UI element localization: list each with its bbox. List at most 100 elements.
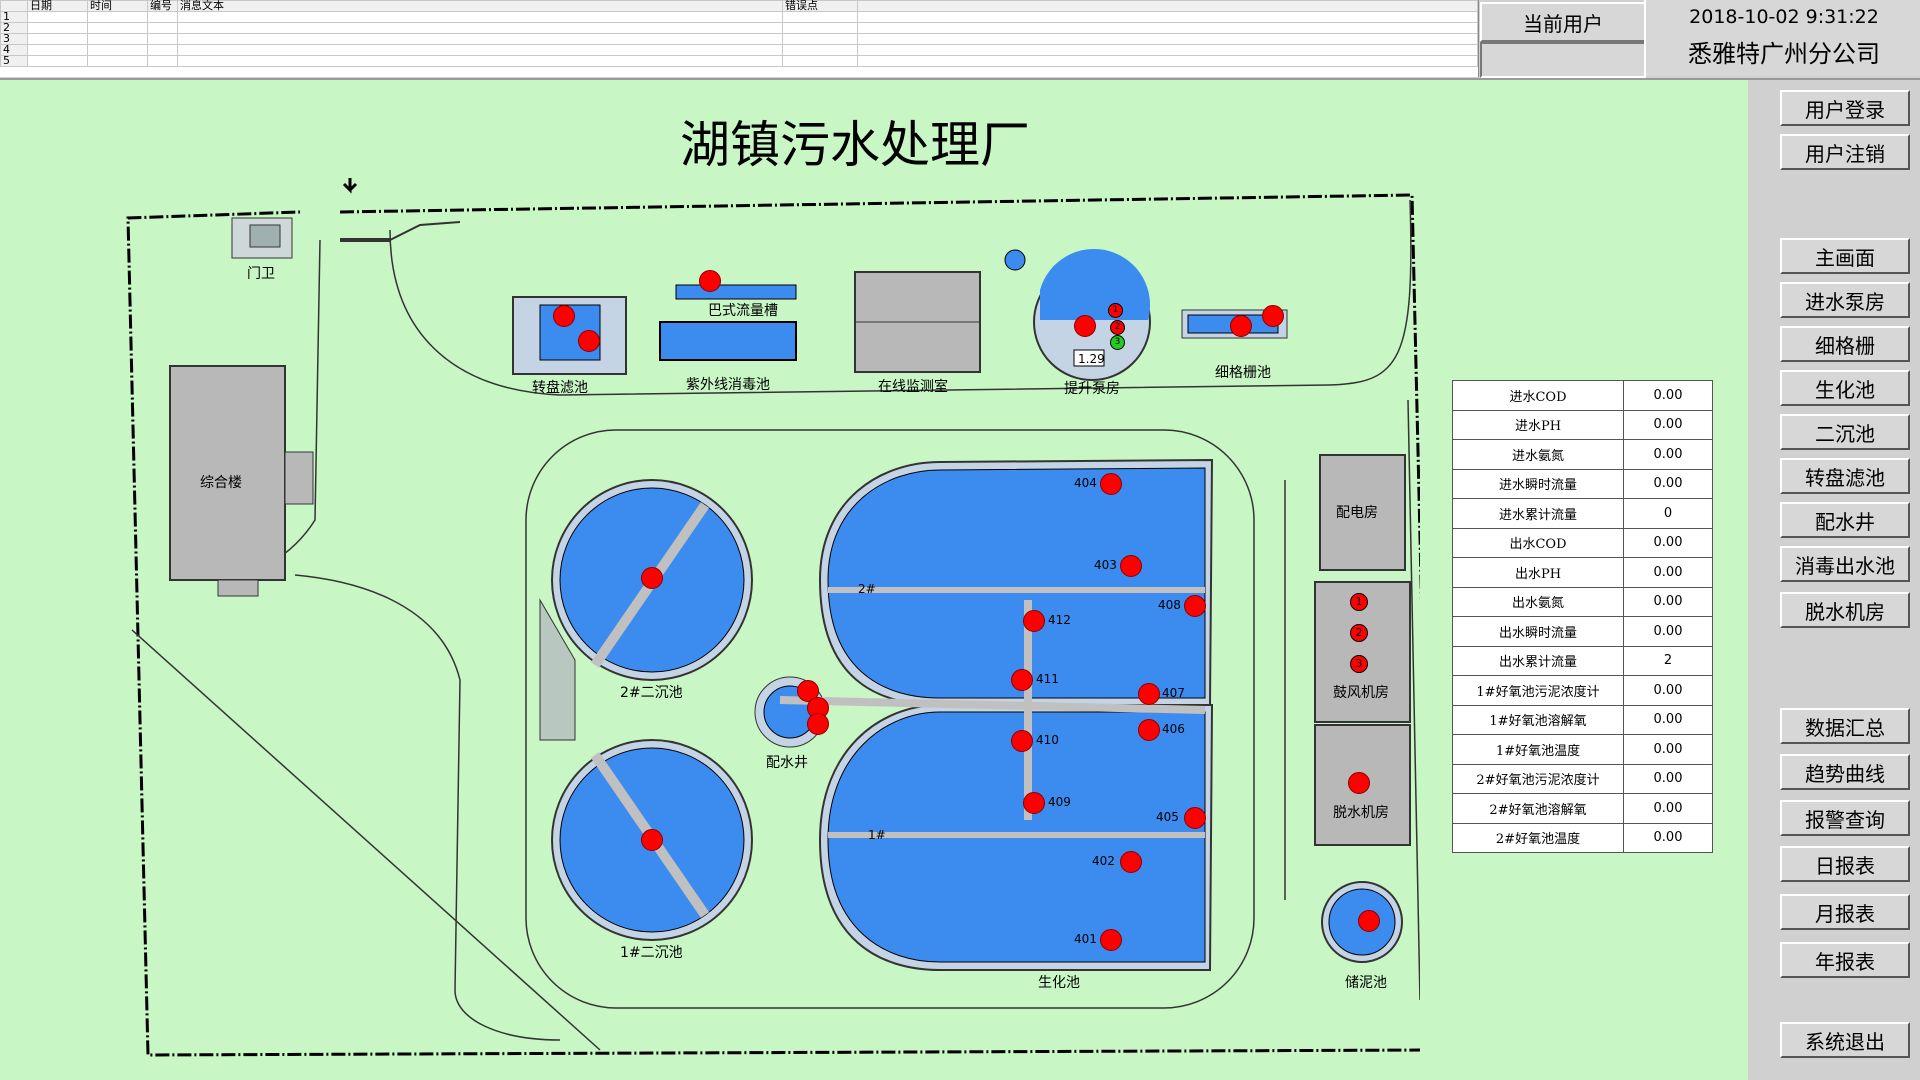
dewater-button[interactable]: 脱水机房 <box>1780 592 1910 628</box>
point-403-indicator[interactable] <box>1120 555 1142 577</box>
table-row[interactable]: 1 <box>0 11 1478 23</box>
point-404-label: 404 <box>1074 476 1097 490</box>
fine-screen-label: 细格栅池 <box>1215 365 1271 381</box>
point-401-label: 401 <box>1074 932 1097 946</box>
fine-screen-button[interactable]: 细格栅 <box>1780 326 1910 362</box>
bio-tank-button[interactable]: 生化池 <box>1780 370 1910 406</box>
point-406-label: 406 <box>1162 722 1185 736</box>
message-table[interactable]: 日期 时间 编号 消息文本 错误点 1 2 3 4 5 <box>0 0 1479 77</box>
point-409-indicator[interactable] <box>1023 792 1045 814</box>
point-402-label: 402 <box>1092 854 1115 868</box>
parshall-flume-indicator[interactable] <box>699 270 721 292</box>
sludge-tank-mixer-indicator[interactable] <box>1358 910 1380 932</box>
point-407-indicator[interactable] <box>1138 683 1160 705</box>
login-button[interactable]: 用户登录 <box>1780 90 1910 126</box>
alarm-button[interactable]: 报警查询 <box>1780 800 1910 836</box>
dewater-machine-indicator[interactable] <box>1348 772 1370 794</box>
point-403-label: 403 <box>1094 558 1117 572</box>
disc-filter-indicator-1[interactable] <box>553 305 575 327</box>
point-408-indicator[interactable] <box>1184 595 1206 617</box>
point-402-indicator[interactable] <box>1120 851 1142 873</box>
bio-tank-2-tag: 2# <box>858 582 876 596</box>
clarifier-1-scraper-indicator[interactable] <box>641 829 663 851</box>
point-411-indicator[interactable] <box>1011 669 1033 691</box>
secondary-clarifier-button[interactable]: 二沉池 <box>1780 414 1910 450</box>
road <box>389 199 1412 396</box>
road-loop <box>525 429 1255 1009</box>
sludge-tank-label: 储泥池 <box>1345 975 1387 991</box>
lift-pump-3-indicator[interactable]: 3 <box>1110 335 1125 350</box>
plant-layout <box>126 178 1420 1057</box>
point-412-indicator[interactable] <box>1023 610 1045 632</box>
logout-button[interactable]: 用户注销 <box>1780 134 1910 170</box>
current-user-value <box>1480 42 1646 78</box>
bio-tank-1-tag: 1# <box>868 828 886 842</box>
fine-screen-indicator-2[interactable] <box>1262 305 1284 327</box>
point-410-indicator[interactable] <box>1011 730 1033 752</box>
exit-button[interactable]: 系统退出 <box>1780 1022 1910 1058</box>
point-405-label: 405 <box>1156 810 1179 824</box>
lift-level-value: 1.29 <box>1078 352 1105 366</box>
lift-pump-1-indicator[interactable]: 1 <box>1108 303 1123 318</box>
col-error: 错误点 <box>782 0 858 12</box>
clarifier-2-label: 2#二沉池 <box>620 685 683 701</box>
daily-report-button[interactable]: 日报表 <box>1780 846 1910 882</box>
table-row[interactable]: 5 <box>0 55 1478 67</box>
monthly-report-button[interactable]: 月报表 <box>1780 894 1910 930</box>
current-user-label: 当前用户 <box>1480 2 1646 42</box>
lift-pump-2-indicator[interactable]: 2 <box>1110 320 1125 335</box>
disc-filter-button[interactable]: 转盘滤池 <box>1780 458 1910 494</box>
yearly-report-button[interactable]: 年报表 <box>1780 942 1910 978</box>
parshall-flume <box>675 284 797 300</box>
office-building <box>169 365 286 581</box>
page-title: 湖镇污水处理厂 <box>680 116 1030 174</box>
clarifier-1-label: 1#二沉池 <box>620 945 683 961</box>
point-407-label: 407 <box>1162 686 1185 700</box>
point-404-indicator[interactable] <box>1100 473 1122 495</box>
dewater-room-label: 脱水机房 <box>1333 805 1389 821</box>
blower-1-indicator[interactable]: 1 <box>1350 593 1368 611</box>
point-409-label: 409 <box>1048 795 1071 809</box>
point-410-label: 410 <box>1036 733 1059 747</box>
point-408-label: 408 <box>1158 598 1181 612</box>
office-building-label: 综合楼 <box>200 475 242 491</box>
blower-room-label: 鼓风机房 <box>1333 685 1389 701</box>
inlet-pump-button[interactable]: 进水泵房 <box>1780 282 1910 318</box>
monitor-room-label: 在线监测室 <box>878 379 948 395</box>
blower-3-indicator[interactable]: 3 <box>1350 655 1368 673</box>
clarifier-2-scraper-indicator[interactable] <box>641 567 663 589</box>
info-box: 2018-10-02 9:31:22 悉雅特广州分公司 <box>1644 0 1920 76</box>
disc-filter-indicator-2[interactable] <box>578 330 600 352</box>
summary-button[interactable]: 数据汇总 <box>1780 708 1910 744</box>
point-406-indicator[interactable] <box>1138 719 1160 741</box>
lift-pump-motor-indicator[interactable] <box>1074 315 1096 337</box>
distribution-well-label: 配水井 <box>766 755 808 771</box>
road <box>131 629 601 1051</box>
disc-filter-label: 转盘滤池 <box>532 380 588 396</box>
trend-button[interactable]: 趋势曲线 <box>1780 754 1910 790</box>
point-411-label: 411 <box>1036 672 1059 686</box>
distribution-well-indicator-3[interactable] <box>807 713 829 735</box>
point-405-indicator[interactable] <box>1184 807 1206 829</box>
blower-2-indicator[interactable]: 2 <box>1350 624 1368 642</box>
main-screen-button[interactable]: 主画面 <box>1780 238 1910 274</box>
point-401-indicator[interactable] <box>1100 929 1122 951</box>
disinfect-button[interactable]: 消毒出水池 <box>1780 546 1910 582</box>
distribution-well-button[interactable]: 配水井 <box>1780 502 1910 538</box>
datetime: 2018-10-02 9:31:22 <box>1689 6 1879 28</box>
uv-basin-label: 紫外线消毒池 <box>686 377 770 393</box>
table-row[interactable]: 4 <box>0 44 1478 56</box>
fine-screen-indicator-1[interactable] <box>1230 315 1252 337</box>
